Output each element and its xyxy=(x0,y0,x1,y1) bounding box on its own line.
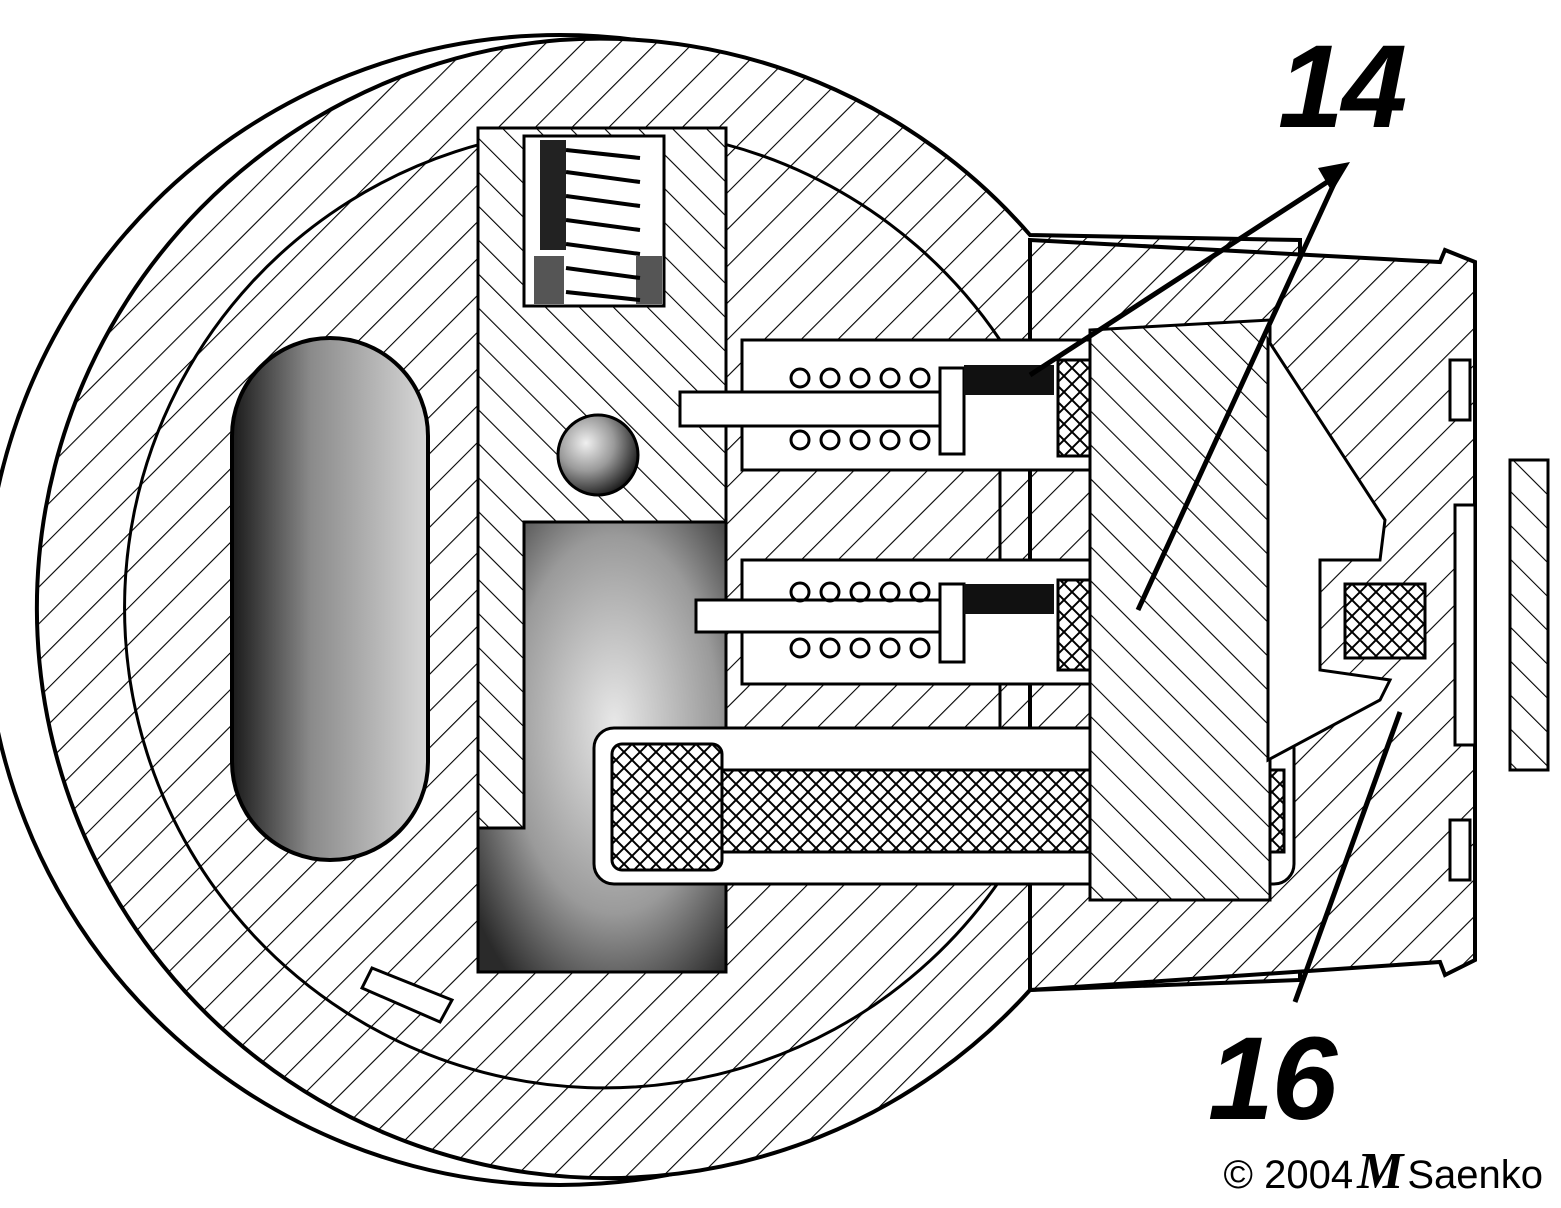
copyright-symbol: © xyxy=(1223,1153,1253,1197)
leader-lines-14 xyxy=(1028,172,1341,612)
ball-bearing xyxy=(556,413,640,497)
detent-tab xyxy=(359,966,455,1024)
cam-lever xyxy=(1266,334,1393,763)
face-plate xyxy=(1448,358,1550,882)
threaded-plug xyxy=(1088,318,1272,902)
leader-line-16 xyxy=(1292,711,1403,1003)
cam-insert xyxy=(1343,582,1427,660)
arrowhead-14 xyxy=(1318,162,1350,192)
callout-label-16: 16 xyxy=(1208,1013,1337,1145)
oval-slot xyxy=(230,336,430,862)
copyright-year: 2004 xyxy=(1264,1153,1354,1197)
author-name: Saenko xyxy=(1407,1153,1543,1197)
callout-label-14: 14 xyxy=(1278,21,1407,153)
author-monogram: M xyxy=(1357,1143,1404,1200)
